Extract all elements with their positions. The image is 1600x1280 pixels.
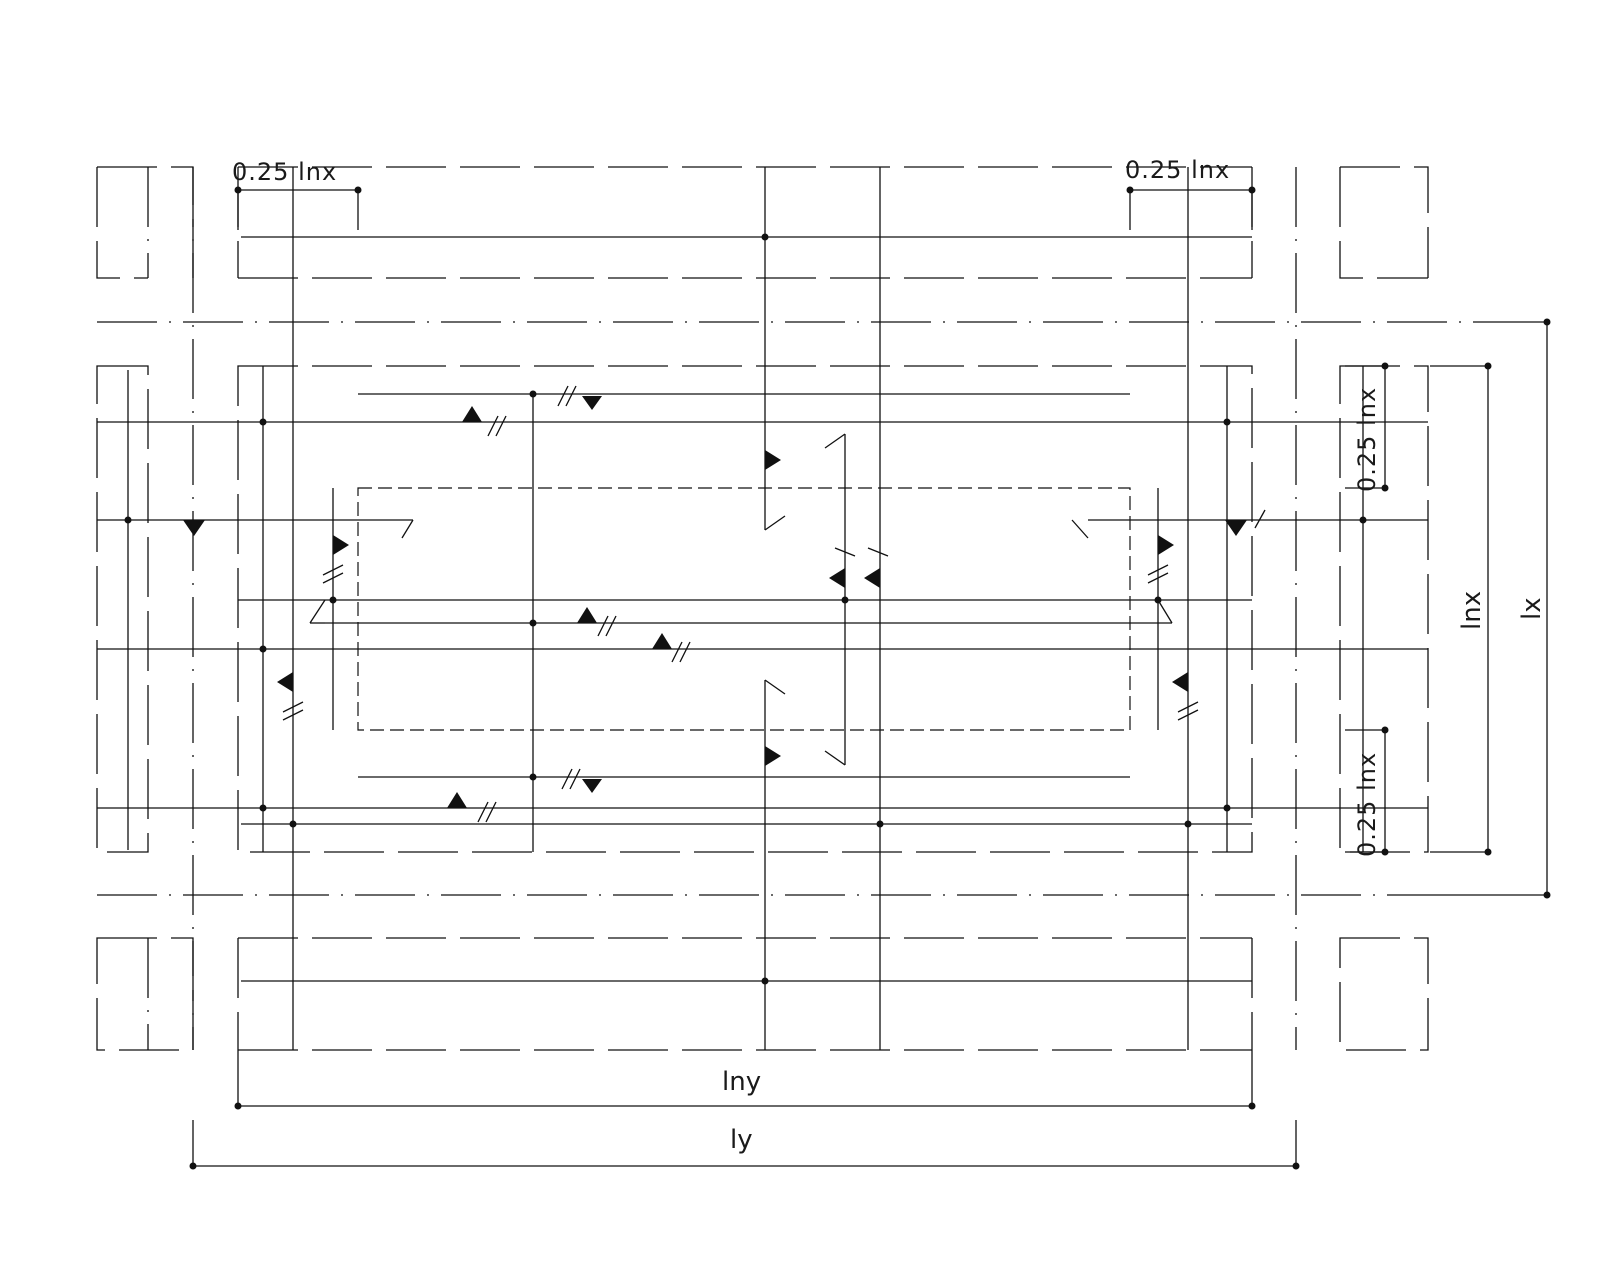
dim-lnx-line	[1430, 362, 1492, 856]
column-mid-left	[96, 365, 149, 853]
dim-right-lower	[1345, 726, 1389, 856]
column-bottom-left	[96, 937, 194, 1051]
tick-marks	[282, 385, 1266, 823]
label-dim-right-upper: 0.25 lnx	[1353, 387, 1381, 492]
column-mid-right	[1339, 365, 1429, 853]
label-dim-lx: lx	[1517, 597, 1547, 620]
dim-ly-line	[189, 1120, 1300, 1170]
label-dim-lnx: lnx	[1457, 591, 1487, 630]
dim-right-upper	[1345, 362, 1389, 492]
dim-top-right	[1126, 186, 1256, 230]
label-dim-top-left: 0.25 lnx	[232, 158, 337, 186]
label-dim-right-lower: 0.25 lnx	[1353, 752, 1381, 857]
label-dim-top-right: 0.25 lnx	[1125, 156, 1230, 184]
label-dim-lny: lny	[722, 1067, 761, 1097]
label-dim-ly: ly	[730, 1125, 753, 1155]
beam-bottom	[237, 937, 1253, 1051]
drop-panel	[357, 487, 1131, 731]
rebar-vertical	[127, 167, 1364, 1050]
column-bottom-right	[1339, 937, 1429, 1051]
dim-lny-line	[234, 1050, 1256, 1110]
bar-hooks	[309, 433, 1173, 766]
slab-outline	[237, 365, 1253, 853]
beam-top	[237, 166, 1253, 279]
column-top-right	[1339, 166, 1429, 279]
axis-lines	[97, 167, 1500, 1050]
column-top-left	[96, 166, 194, 279]
bar-markers	[183, 396, 1247, 808]
dim-lx-line	[1430, 318, 1551, 899]
dim-top-left	[234, 186, 362, 230]
rebar-horizontal	[97, 236, 1428, 982]
rebar-dots	[124, 233, 1367, 985]
